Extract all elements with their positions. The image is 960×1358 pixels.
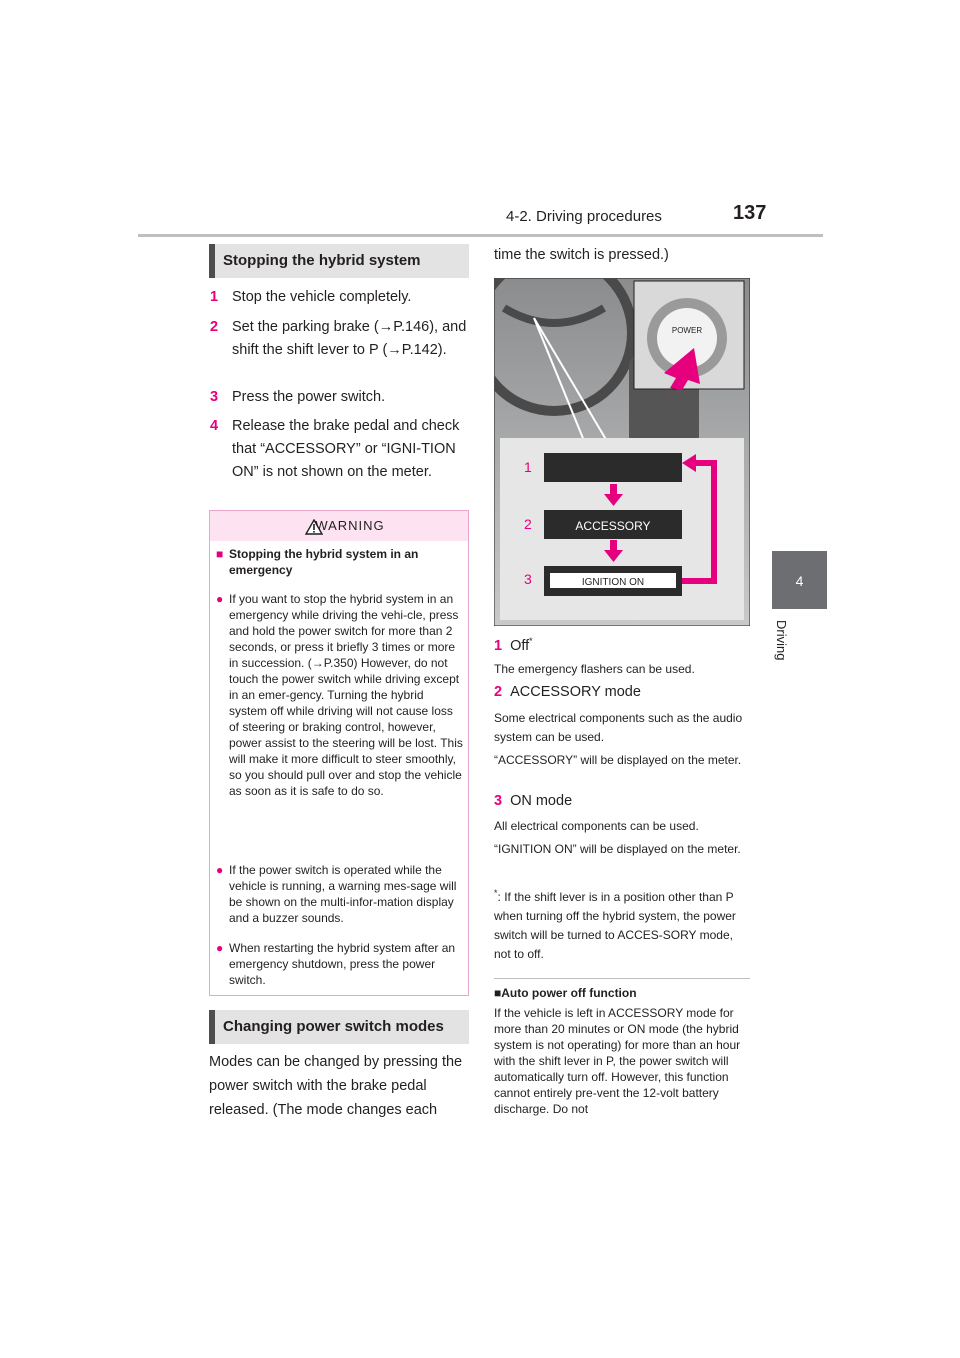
step-number: 1 [210, 289, 219, 305]
footnote-text: If the shift lever is in a position othe… [494, 890, 736, 961]
mode-desc: The emergency flashers can be used. [494, 662, 695, 676]
circle-bullet-icon: ● [216, 592, 224, 606]
section-title-changing: Changing power switch modes [209, 1010, 469, 1044]
section-title-stopping: Stopping the hybrid system [209, 244, 469, 278]
mode-3: 3 ON mode [494, 793, 572, 809]
footnote-mark: * [494, 888, 498, 898]
mode-number: 3 [494, 793, 503, 809]
step-1: 1 Stop the vehicle completely. [210, 286, 470, 309]
changing-body-right: time the switch is pressed.) [494, 247, 669, 263]
section-header: 4-2. Driving procedures [506, 208, 662, 225]
warning-item-text: If the power switch is operated while th… [229, 863, 457, 925]
figure-row-number: 3 [524, 571, 532, 587]
warning-heading-text: Stopping the hybrid system in an emergen… [229, 547, 419, 577]
warning-title: WARNING [210, 511, 468, 541]
square-bullet-icon: ■ [494, 986, 502, 1000]
mode-title: ACCESSORY mode [510, 684, 641, 700]
auto-off-heading-text: Auto power off function [501, 986, 637, 1000]
accessory-display: ACCESSORY [575, 519, 650, 533]
ignition-on-display: IGNITION ON [582, 577, 644, 588]
warning-item: ● When restarting the hybrid system afte… [216, 940, 464, 988]
mode-1: 1 Off* [494, 636, 533, 654]
changing-body-left: Modes can be changed by pressing the pow… [209, 1054, 463, 1118]
warning-title-text: WARNING [315, 518, 385, 533]
auto-off-text: If the vehicle is left in ACCESSORY mode… [494, 1006, 741, 1116]
chapter-label-text: Driving [774, 620, 789, 661]
divider [494, 978, 750, 979]
step-number: 2 [210, 319, 219, 335]
auto-off-heading: ■Auto power off function [494, 985, 750, 1002]
step-text: Release the brake pedal and check that “… [232, 418, 460, 480]
power-switch-figure: POWER 1 2 3 ACCESSORY IGNITION ON [494, 278, 750, 626]
figure-row-number: 2 [524, 516, 532, 532]
mode-title: ON mode [510, 793, 573, 809]
mode-title: Off [510, 637, 530, 654]
step-3: 3 Press the power switch. [210, 386, 470, 409]
step-number: 4 [210, 418, 219, 434]
step-2: 2 Set the parking brake (→P.146), and sh… [210, 316, 470, 362]
footnote-marker: * [529, 636, 533, 646]
step-text: Press the power switch. [232, 389, 386, 405]
warning-item-text: If you want to stop the hybrid system in… [229, 592, 463, 798]
warning-box [209, 510, 469, 996]
mode-desc: All electrical components can be used. [494, 819, 699, 833]
warning-item: ● If you want to stop the hybrid system … [216, 591, 464, 799]
step-text: Set the parking brake (→P.146), and shif… [232, 319, 467, 358]
mode-number: 2 [494, 684, 503, 700]
circle-bullet-icon: ● [216, 941, 224, 955]
chapter-tab: 4 [772, 551, 827, 609]
chapter-label: Driving [774, 620, 791, 680]
mode-desc: “ACCESSORY” will be displayed on the met… [494, 753, 742, 767]
mode-2: 2 ACCESSORY mode [494, 684, 641, 700]
square-bullet-icon: ■ [216, 547, 224, 561]
step-number: 3 [210, 389, 219, 405]
step-4: 4 Release the brake pedal and check that… [210, 415, 470, 484]
step-text: Stop the vehicle completely. [232, 289, 412, 305]
mode-desc: Some electrical components such as the a… [494, 711, 743, 744]
warning-item: ● If the power switch is operated while … [216, 862, 464, 926]
warning-triangle-icon [305, 519, 323, 535]
power-button-label: POWER [672, 326, 702, 335]
warning-heading: ■ Stopping the hybrid system in an emerg… [216, 546, 464, 578]
mode-desc: “IGNITION ON” will be displayed on the m… [494, 842, 741, 856]
header-divider [138, 234, 823, 237]
figure-row-number: 1 [524, 459, 532, 475]
mode-number: 1 [494, 637, 503, 654]
warning-item-text: When restarting the hybrid system after … [229, 941, 456, 987]
page-number: 137 [733, 202, 767, 224]
footnote: *: If the shift lever is in a position o… [494, 888, 736, 961]
circle-bullet-icon: ● [216, 863, 224, 877]
